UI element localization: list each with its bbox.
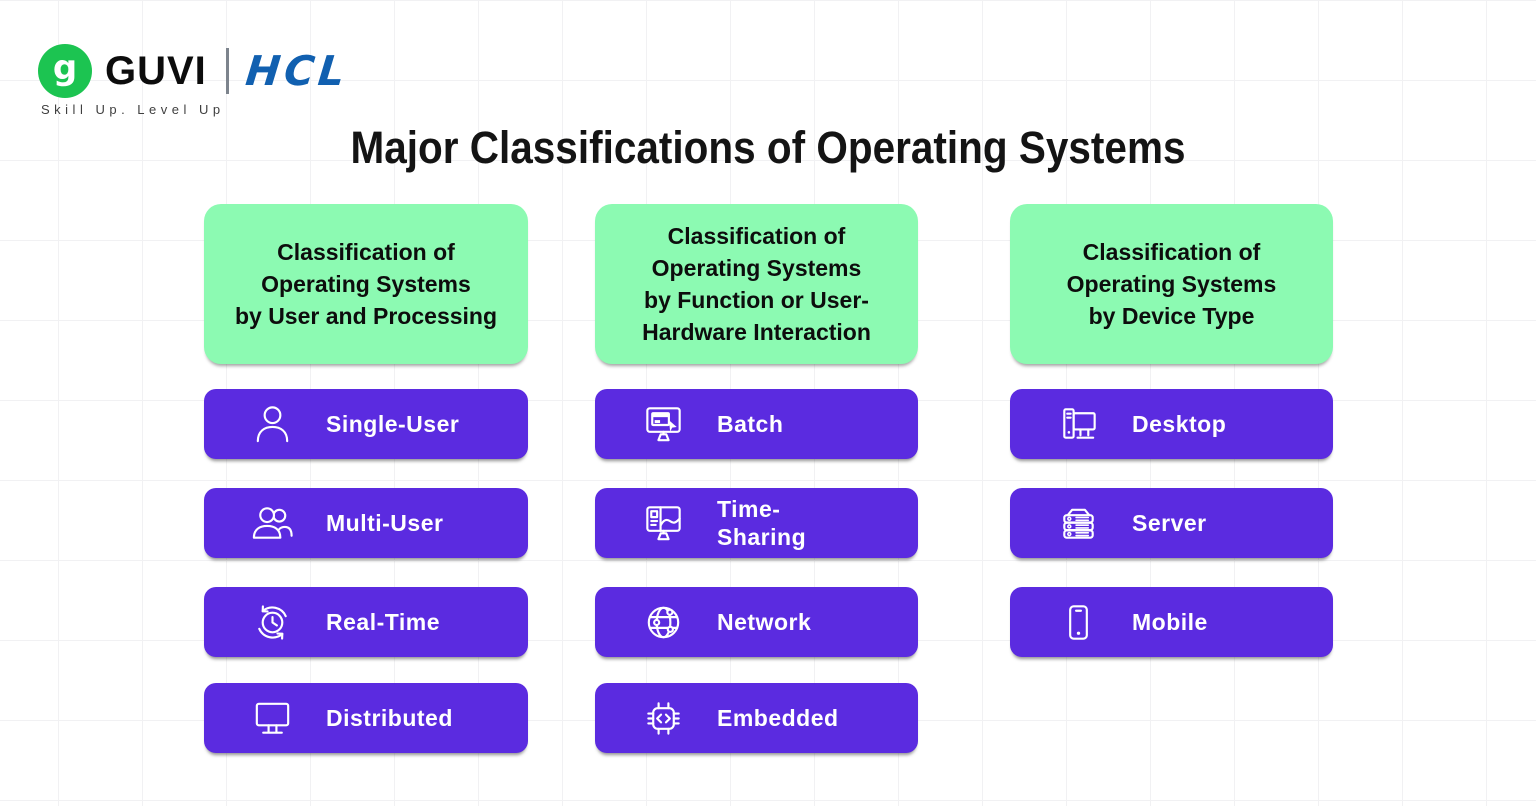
page-title: Major Classifications of Operating Syste… (350, 122, 1186, 173)
button-label: Embedded (717, 704, 839, 731)
button-label: Batch (717, 410, 784, 437)
time-sharing-monitor-icon (639, 500, 687, 547)
button-mobile: Mobile (1010, 587, 1333, 657)
multi-user-icon (248, 500, 296, 547)
batch-monitor-cursor-icon (639, 401, 687, 448)
button-label: Real-Time (326, 608, 441, 635)
embedded-chip-icon (639, 695, 687, 742)
button-embedded: Embedded (595, 683, 918, 753)
brand-tagline: Skill Up. Level Up (41, 102, 225, 117)
single-user-icon (248, 401, 296, 448)
column-header-card: Classification of Operating Systems by F… (595, 204, 918, 364)
hcl-wordmark: HCL (243, 47, 351, 95)
column-function-interaction: Classification of Operating Systems by F… (595, 204, 918, 764)
logo-divider (225, 48, 229, 94)
button-distributed: Distributed (204, 683, 528, 753)
button-real-time: Real-Time (204, 587, 528, 657)
button-single-user: Single-User (204, 389, 528, 459)
brand-logo: g GUVI HCL (38, 44, 351, 98)
monitor-icon (248, 695, 296, 742)
button-label: Multi-User (326, 509, 444, 536)
guvi-wordmark: GUVI (105, 48, 207, 93)
desktop-computer-icon (1054, 401, 1102, 448)
button-server: Server (1010, 488, 1333, 558)
server-stack-icon (1054, 500, 1102, 547)
button-network: Network (595, 587, 918, 657)
button-multi-user: Multi-User (204, 488, 528, 558)
button-label: Desktop (1132, 410, 1227, 437)
guvi-logo-icon: g (38, 44, 92, 98)
button-time-sharing: Time- Sharing (595, 488, 918, 558)
column-device-type: Classification of Operating Systems by D… (1010, 204, 1333, 764)
button-label: Server (1132, 509, 1207, 536)
globe-network-icon (639, 599, 687, 646)
mobile-phone-icon (1054, 599, 1102, 646)
column-user-and-processing: Classification of Operating Systems by U… (204, 204, 528, 764)
button-label: Time- Sharing (717, 495, 807, 550)
button-label: Mobile (1132, 608, 1208, 635)
column-header-card: Classification of Operating Systems by U… (204, 204, 528, 364)
button-label: Distributed (326, 704, 453, 731)
button-batch: Batch (595, 389, 918, 459)
button-label: Single-User (326, 410, 460, 437)
real-time-clock-icon (248, 599, 296, 646)
button-desktop: Desktop (1010, 389, 1333, 459)
column-header-card: Classification of Operating Systems by D… (1010, 204, 1333, 364)
button-label: Network (717, 608, 812, 635)
